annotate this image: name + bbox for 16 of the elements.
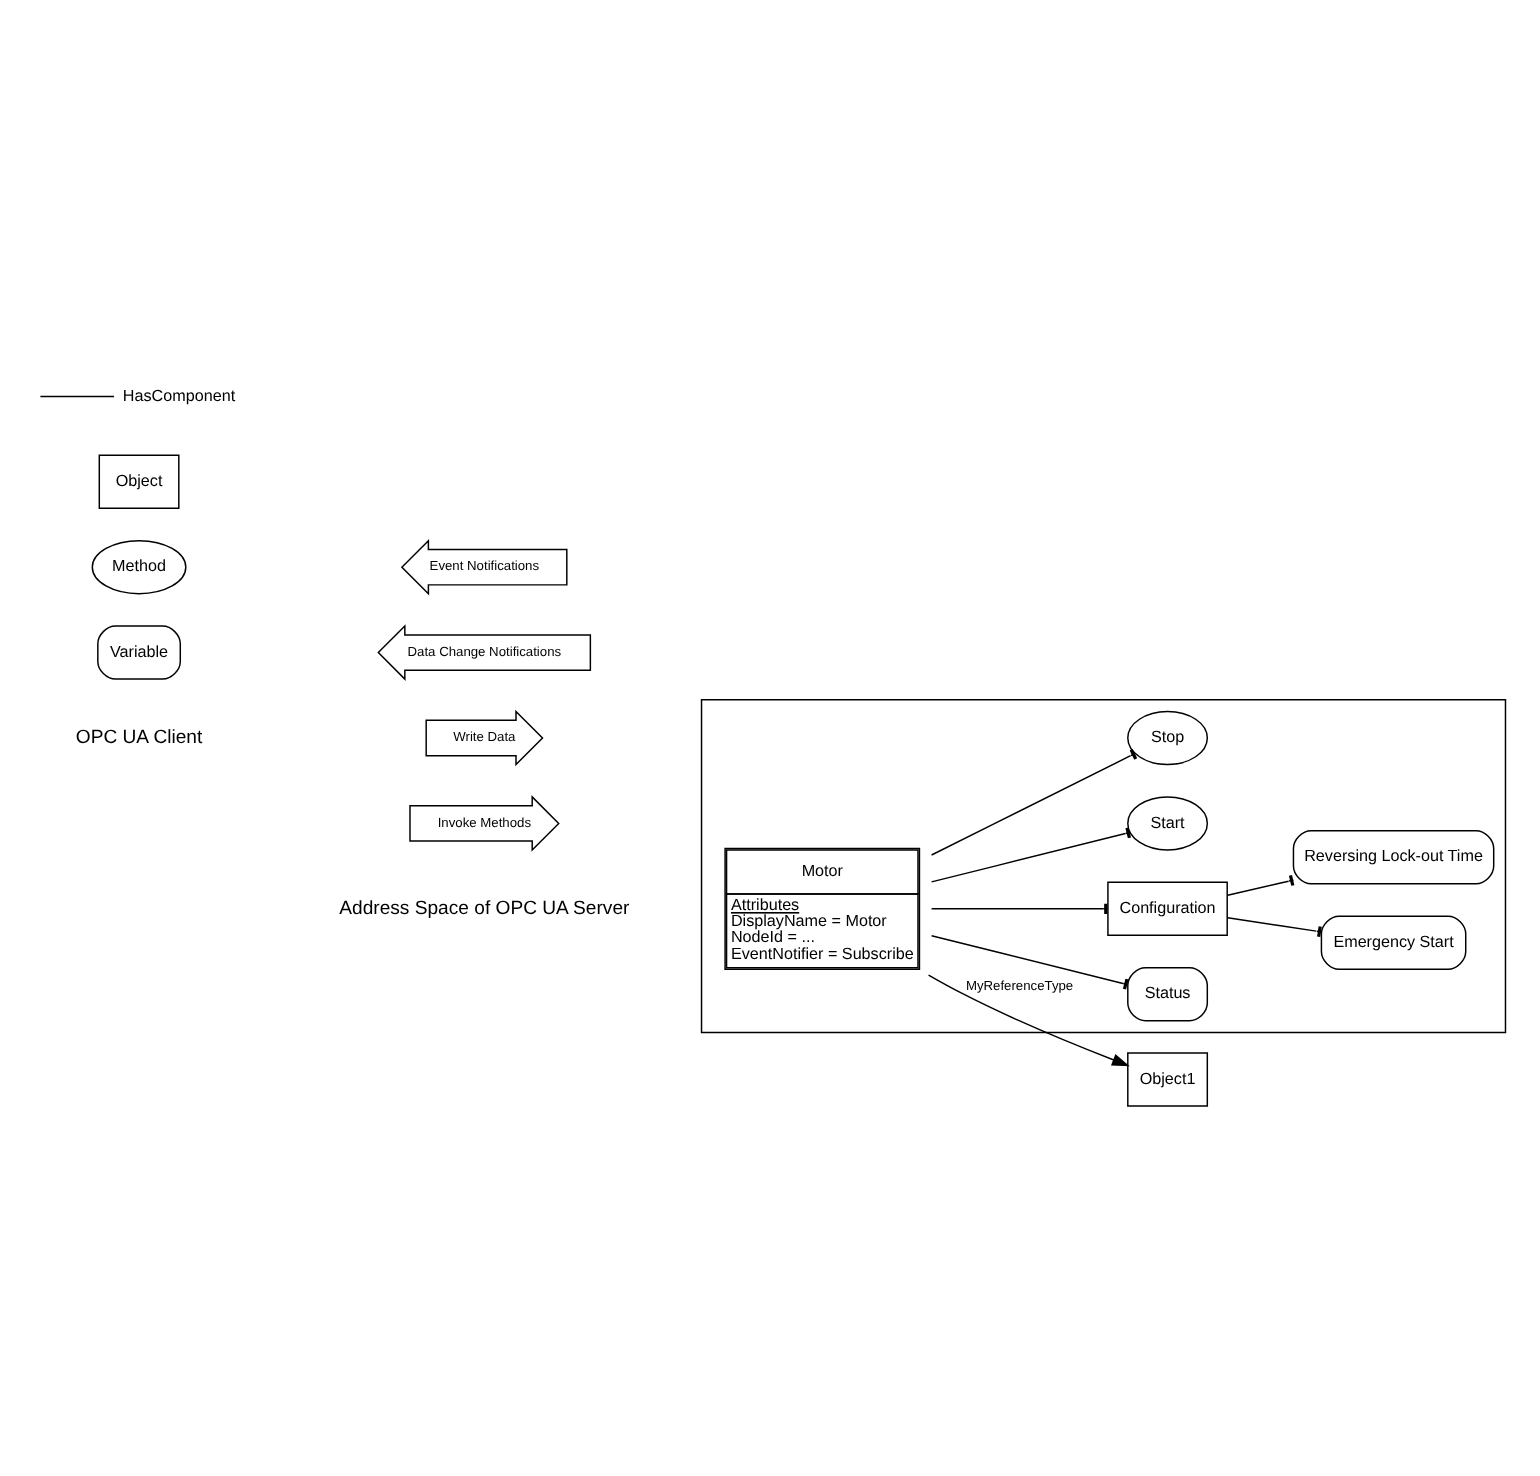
node-box: Reversing Lock-out Time — [1292, 830, 1495, 885]
legend-label: HasComponent — [122, 386, 236, 405]
node-box: Variable — [97, 625, 182, 680]
cluster — [700, 699, 1507, 1034]
connector — [930, 827, 1132, 883]
connector — [930, 748, 1138, 856]
node-box: Object — [98, 454, 180, 510]
node-box: Status — [1127, 966, 1209, 1022]
node-box: Object1 — [1127, 1052, 1209, 1107]
connector — [930, 934, 1129, 990]
arrow — [927, 974, 1130, 1067]
node-ellipse: Method — [91, 539, 187, 595]
node-box: Configuration — [1107, 881, 1228, 937]
label: OPC UA Client — [75, 727, 203, 750]
node-box: Emergency Start — [1320, 915, 1467, 970]
label: Address Space of OPC UA Server — [339, 897, 630, 920]
